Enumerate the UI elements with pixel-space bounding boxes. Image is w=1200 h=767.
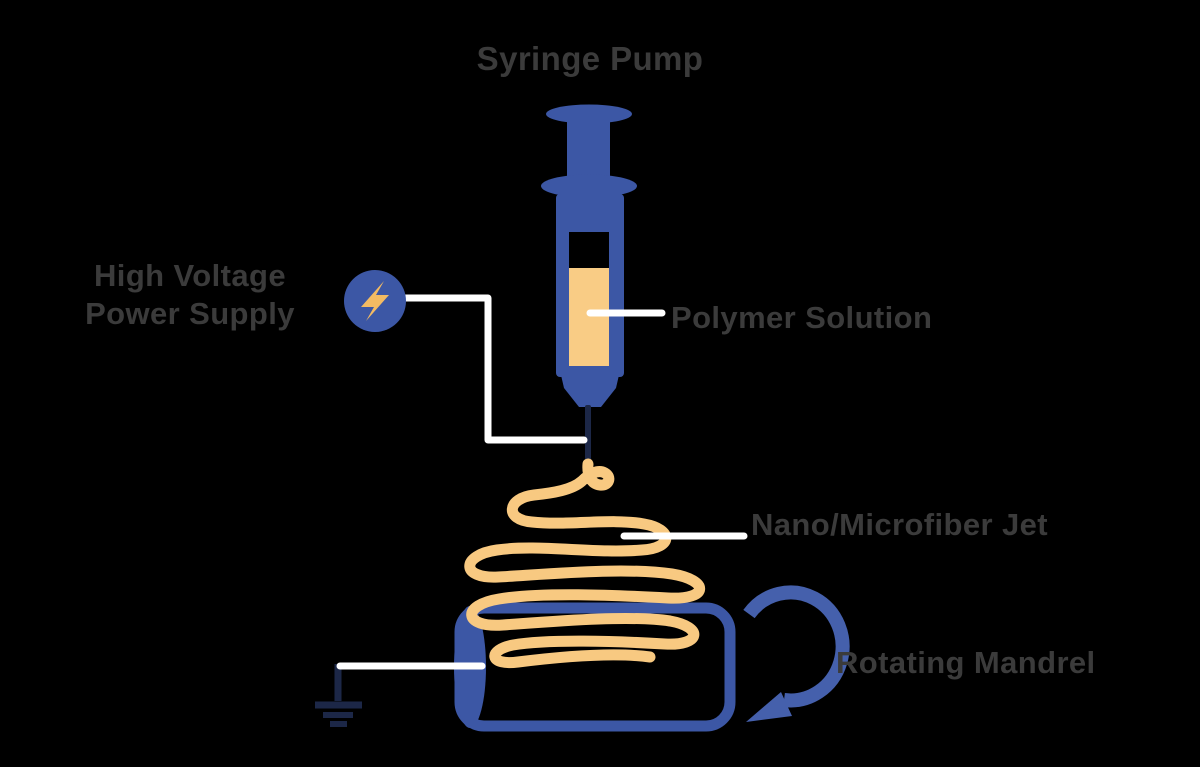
- hv-label-line2: Power Supply: [85, 296, 295, 331]
- high-voltage-power-supply-label: High Voltage Power Supply: [40, 257, 340, 333]
- lightning-bolt-icon: [361, 281, 389, 321]
- power-supply-icon: [344, 270, 406, 332]
- syringe-nozzle: [561, 375, 619, 407]
- hv-wire: [400, 294, 588, 444]
- electrical-ground-icon: [315, 664, 362, 727]
- rotation-arrow-head: [746, 692, 792, 722]
- hv-label-line1: High Voltage: [94, 258, 286, 293]
- syringe-needle: [585, 405, 591, 468]
- polymer-solution-fill: [569, 268, 609, 366]
- rotation-arrow-icon: [743, 585, 850, 722]
- rotating-mandrel-label: Rotating Mandrel: [836, 645, 1096, 680]
- fiber-jet-coil: [464, 458, 706, 669]
- syringe: [541, 104, 637, 468]
- syringe-flange: [541, 174, 637, 198]
- syringe-pump-label: Syringe Pump: [476, 40, 704, 77]
- polymer-solution-label: Polymer Solution: [671, 300, 933, 335]
- rotation-arrow-arc: [743, 585, 850, 708]
- fiber-jet-label: Nano/Microfiber Jet: [751, 507, 1048, 542]
